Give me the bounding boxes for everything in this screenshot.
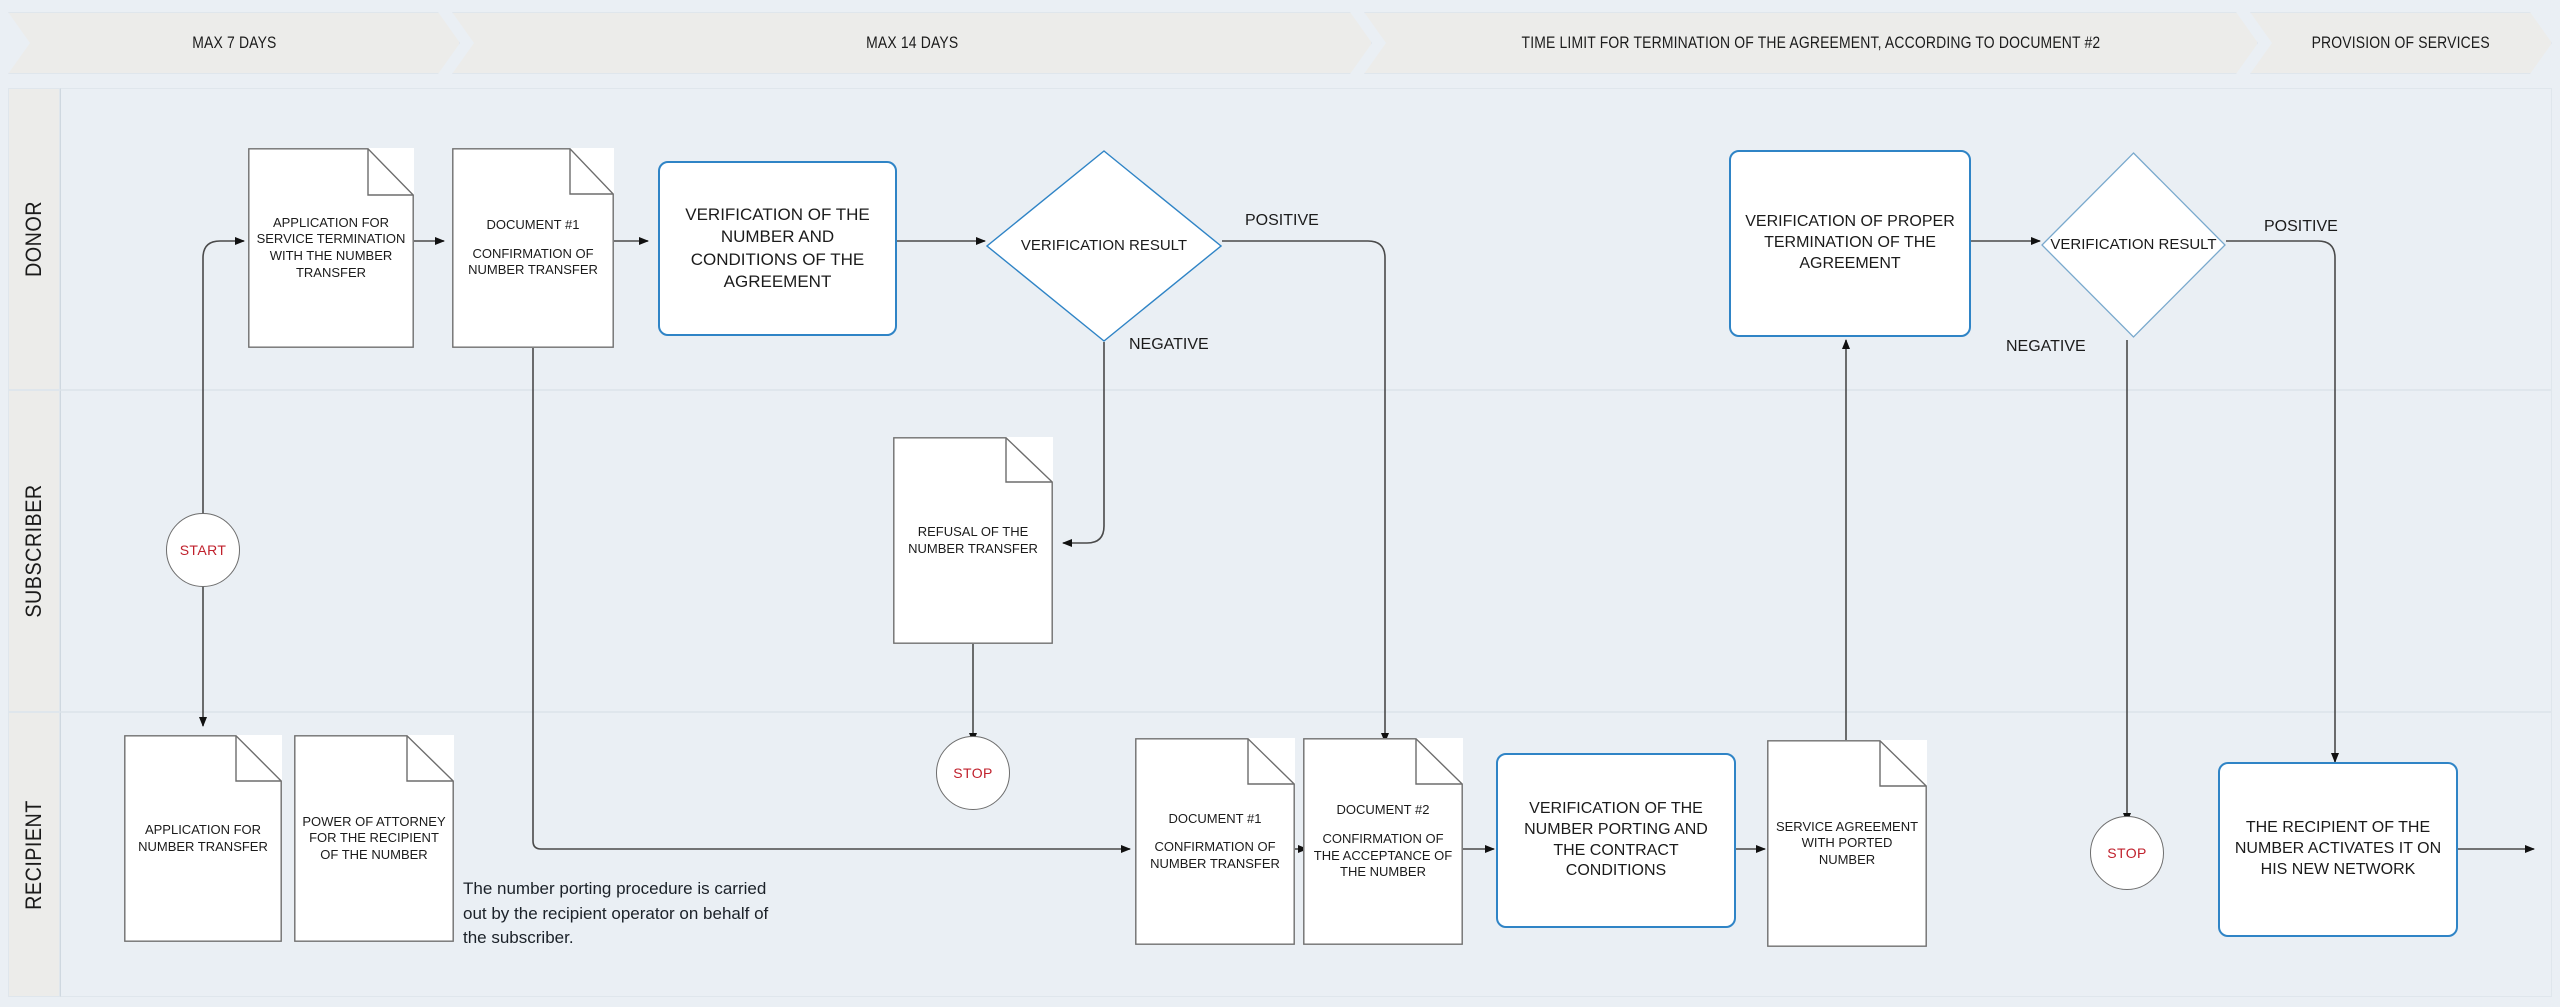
lane-body-subscriber — [60, 390, 2552, 712]
edge-label-positive-1: POSITIVE — [1245, 212, 1319, 229]
process-verification-number-conditions[interactable]: VERIFICATION OF THE NUMBER AND CONDITION… — [658, 161, 897, 336]
phase-chevron-provision-of-services: PROVISION OF SERVICES — [2250, 12, 2552, 74]
document-subtitle: CONFIRMATION OF NUMBER TRANSFER — [468, 245, 598, 278]
document-title: DOCUMENT #2 — [1336, 802, 1430, 818]
document-label: DOCUMENT #1 CONFIRMATION OF NUMBER TRANS… — [458, 217, 607, 279]
phase-label: MAX 7 DAYS — [191, 33, 277, 52]
phase-chevron-max-7-days: MAX 7 DAYS — [8, 12, 460, 74]
process-label: VERIFICATION OF THE NUMBER AND CONDITION… — [685, 205, 870, 291]
decision-label: VERIFICATION RESULT — [2050, 235, 2217, 253]
document-1-donor[interactable]: DOCUMENT #1 CONFIRMATION OF NUMBER TRANS… — [452, 148, 614, 348]
edge-label-negative-2: NEGATIVE — [2006, 338, 2086, 355]
decision-label: VERIFICATION RESULT — [1020, 236, 1188, 254]
phase-label: TIME LIMIT FOR TERMINATION OF THE AGREEM… — [1521, 33, 2101, 52]
document-1-recipient[interactable]: DOCUMENT #1 CONFIRMATION OF NUMBER TRANS… — [1135, 738, 1295, 945]
document-shape-icon — [124, 735, 282, 942]
document-shape-icon — [452, 148, 614, 348]
terminator-label: START — [179, 542, 227, 558]
phase-header-band: MAX 7 DAYS MAX 14 DAYS TIME LIMIT FOR TE… — [0, 0, 2560, 88]
note-porting-procedure: The number porting procedure is carried … — [463, 879, 769, 948]
document-shape-icon — [1135, 738, 1295, 945]
lane-header-recipient: RECIPIENT — [8, 712, 60, 997]
process-label: VERIFICATION OF PROPER TERMINATION OF TH… — [1745, 213, 1955, 272]
phase-chevron-time-limit-termination: TIME LIMIT FOR TERMINATION OF THE AGREEM… — [1364, 12, 2258, 74]
process-label: VERIFICATION OF THE NUMBER PORTING AND T… — [1524, 799, 1708, 880]
terminator-stop-recipient[interactable]: STOP — [2090, 816, 2164, 890]
phase-label: MAX 14 DAYS — [865, 33, 959, 52]
document-subtitle: CONFIRMATION OF NUMBER TRANSFER — [1150, 839, 1280, 871]
document-shape-icon — [248, 148, 414, 348]
document-label: SERVICE AGREEMENT WITH PORTED NUMBER — [1775, 818, 1919, 867]
lane-label: RECIPIENT — [21, 799, 47, 910]
terminator-stop-subscriber[interactable]: STOP — [936, 736, 1010, 810]
document-label: DOCUMENT #2 CONFIRMATION OF THE ACCEPTAN… — [1309, 802, 1456, 881]
document-shape-icon — [294, 735, 454, 942]
document-label: DOCUMENT #1 CONFIRMATION OF NUMBER TRANS… — [1141, 811, 1288, 873]
document-application-number-transfer[interactable]: APPLICATION FOR NUMBER TRANSFER — [124, 735, 282, 942]
process-verification-proper-termination[interactable]: VERIFICATION OF PROPER TERMINATION OF TH… — [1729, 150, 1971, 337]
document-label: REFUSAL OF THE NUMBER TRANSFER — [908, 523, 1038, 556]
document-service-agreement[interactable]: SERVICE AGREEMENT WITH PORTED NUMBER — [1767, 740, 1927, 947]
terminator-start[interactable]: START — [166, 513, 240, 587]
edge-label-positive-2: POSITIVE — [2264, 218, 2338, 235]
diamond-shape-icon — [2041, 152, 2226, 338]
phase-chevron-max-14-days: MAX 14 DAYS — [452, 12, 1372, 74]
decision-verification-result-2[interactable]: VERIFICATION RESULT — [2041, 152, 2226, 338]
process-recipient-activates-number[interactable]: THE RECIPIENT OF THE NUMBER ACTIVATES IT… — [2218, 762, 2458, 937]
lane-header-donor: DONOR — [8, 88, 60, 390]
lane-header-subscriber: SUBSCRIBER — [8, 390, 60, 712]
process-verification-porting-contract[interactable]: VERIFICATION OF THE NUMBER PORTING AND T… — [1496, 753, 1736, 928]
document-shape-icon — [1303, 738, 1463, 945]
phase-label: PROVISION OF SERVICES — [2311, 33, 2491, 52]
document-label: APPLICATION FOR SERVICE TERMINATION WITH… — [256, 214, 406, 280]
decision-verification-result-1[interactable]: VERIFICATION RESULT — [986, 150, 1222, 342]
document-shape-icon — [893, 437, 1053, 644]
document-subtitle: CONFIRMATION OF THE ACCEPTANCE OF THE NU… — [1313, 830, 1453, 880]
document-label: POWER OF ATTORNEY FOR THE RECIPIENT OF T… — [302, 813, 446, 862]
document-label: APPLICATION FOR NUMBER TRANSFER — [138, 821, 268, 854]
document-title: DOCUMENT #1 — [486, 217, 580, 233]
document-power-of-attorney[interactable]: POWER OF ATTORNEY FOR THE RECIPIENT OF T… — [294, 735, 454, 942]
lane-label: SUBSCRIBER — [21, 484, 47, 618]
document-title: DOCUMENT #1 — [1168, 810, 1262, 826]
document-shape-icon — [1767, 740, 1927, 947]
lane-label: DONOR — [21, 201, 47, 277]
document-2-recipient[interactable]: DOCUMENT #2 CONFIRMATION OF THE ACCEPTAN… — [1303, 738, 1463, 945]
edge-label-negative-1: NEGATIVE — [1129, 336, 1209, 353]
terminator-label: STOP — [953, 765, 993, 781]
document-application-service-termination[interactable]: APPLICATION FOR SERVICE TERMINATION WITH… — [248, 148, 414, 348]
diamond-shape-icon — [986, 150, 1222, 342]
document-refusal-number-transfer[interactable]: REFUSAL OF THE NUMBER TRANSFER — [893, 437, 1053, 644]
terminator-label: STOP — [2107, 845, 2147, 861]
process-label: THE RECIPIENT OF THE NUMBER ACTIVATES IT… — [2234, 819, 2442, 878]
